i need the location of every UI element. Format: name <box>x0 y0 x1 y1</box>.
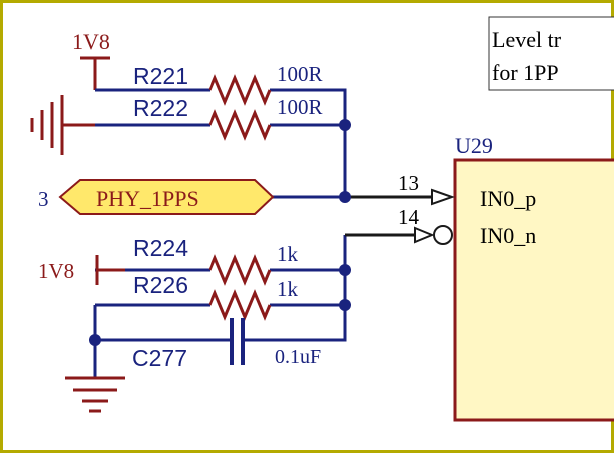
resistor-r221: R221 100R <box>133 62 323 106</box>
r221-value: 100R <box>277 62 323 86</box>
c277-ref: C277 <box>132 345 187 371</box>
resistor-r224: R224 1k <box>133 235 299 286</box>
r222-value: 100R <box>277 95 323 119</box>
note-line-2: for 1PP <box>492 60 559 85</box>
pin-14-name: IN0_n <box>480 223 536 248</box>
resistor-r222: R222 100R <box>133 95 323 141</box>
r224-value: 1k <box>277 242 299 266</box>
pin-14-inversion-bubble <box>433 225 453 245</box>
pin-14-arrow <box>414 226 435 244</box>
note-box-border <box>488 16 614 91</box>
ic-pin-wires <box>345 195 432 237</box>
pin-13-arrow <box>431 188 456 206</box>
junction-dot <box>339 119 351 131</box>
net-port-phy-1pps: PHY_1PPS 3 <box>38 179 275 215</box>
net-port-sheet-number: 3 <box>38 187 49 211</box>
c277-value: 0.1uF <box>275 346 321 368</box>
r226-ref: R226 <box>133 272 188 298</box>
power-label-top: 1V8 <box>72 29 110 54</box>
pin-13-number: 13 <box>398 171 419 195</box>
resistor-r226: R226 1k <box>133 272 299 321</box>
r226-value: 1k <box>277 277 299 301</box>
power-label-mid: 1V8 <box>38 259 74 283</box>
ic-u29: U29 13 IN0_p 14 IN0_n <box>398 133 614 422</box>
ic-body <box>453 158 614 422</box>
power-1v8-mid: 1V8 <box>38 255 125 285</box>
ic-ref: U29 <box>455 133 493 158</box>
net-port-label: PHY_1PPS <box>96 186 199 211</box>
junction-dot <box>89 334 101 346</box>
pin-13-name: IN0_p <box>480 186 536 211</box>
ground-symbol-top <box>30 95 95 155</box>
r221-ref: R221 <box>133 63 188 89</box>
r224-ref: R224 <box>133 235 188 261</box>
ground-symbol-bottom <box>65 376 125 413</box>
note-line-1: Level tr <box>492 27 562 52</box>
junction-dot <box>339 191 351 203</box>
r222-ref: R222 <box>133 95 188 121</box>
junctions <box>89 119 351 346</box>
note-box: Level tr for 1PP <box>488 16 614 91</box>
power-1v8-top: 1V8 <box>72 29 110 90</box>
pin-14-number: 14 <box>398 205 420 229</box>
junction-dot <box>339 264 351 276</box>
junction-dot <box>339 299 351 311</box>
capacitor-c277: C277 0.1uF <box>132 318 321 371</box>
wires <box>93 88 347 378</box>
